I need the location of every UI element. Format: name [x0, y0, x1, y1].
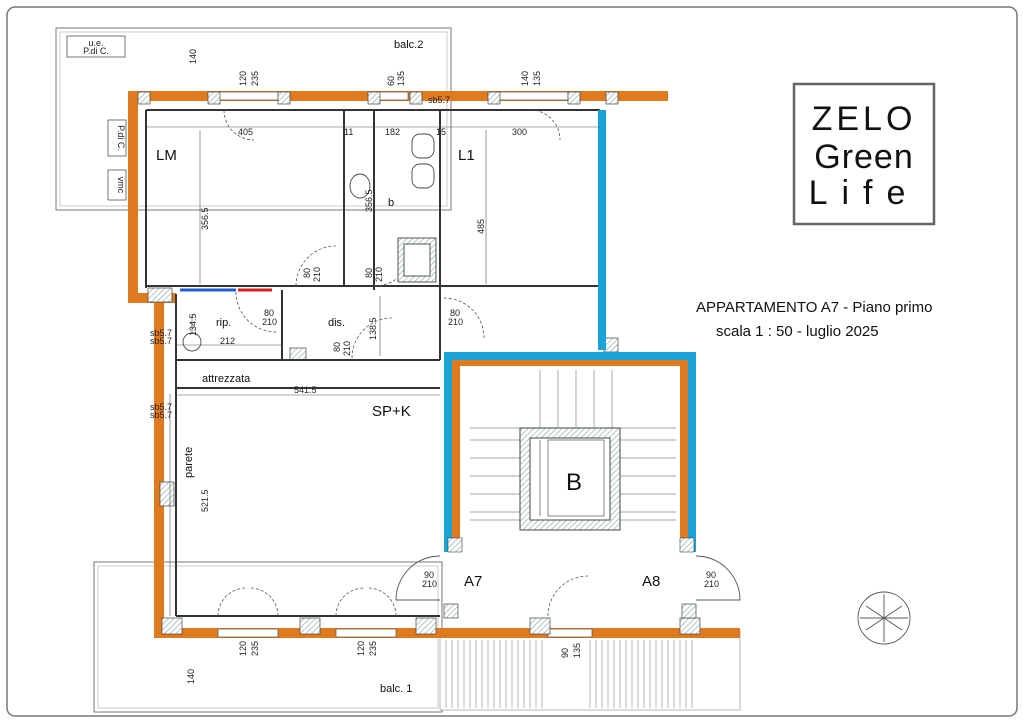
dim-120-bot: 120 [238, 641, 248, 656]
logo-line1: ZELO [812, 100, 917, 138]
room-dis: dis. [328, 317, 345, 329]
dim-300: 300 [512, 127, 527, 137]
door-210-a: 210 [312, 267, 322, 282]
dim-11: 11 [344, 127, 353, 137]
dim-182: 182 [385, 127, 400, 137]
label-vmc: vmc [116, 177, 126, 194]
door-210-b: 210 [374, 267, 384, 282]
marker-q3: sb5.7 [150, 336, 172, 346]
door-80-b: 80 [364, 268, 374, 278]
door-210-a8: 210 [704, 579, 719, 589]
dim-235-top: 235 [250, 71, 260, 86]
window-openings [217, 91, 593, 638]
level-markers: sb5.7 sb5.7 sb5.7 sb5.7 sb5.7 [150, 95, 450, 420]
vmc-box [107, 169, 127, 201]
ue-box [66, 35, 126, 58]
balcony-2 [55, 27, 452, 211]
door-80-e: 80 [332, 342, 342, 352]
dimension-lines [146, 126, 600, 616]
plan-scale: scala 1 : 50 - luglio 2025 [716, 323, 879, 340]
stair-inner-hatch [447, 537, 695, 553]
page-frame [6, 6, 1018, 717]
elevator-shaft [519, 427, 621, 531]
dim-140-top2: 140 [520, 71, 530, 86]
dim-235-bot: 235 [250, 641, 260, 656]
room-b: b [388, 197, 394, 209]
pillars [137, 91, 701, 635]
room-a8: A8 [642, 573, 660, 590]
room-a7: A7 [464, 573, 482, 590]
door-90-a8: 90 [706, 570, 716, 580]
dim-3565b: 356.5 [364, 189, 374, 212]
dim-1385: 138.5 [368, 317, 378, 340]
door-210-c: 210 [262, 317, 277, 327]
landing-lines [439, 629, 741, 711]
dim-235-bot2: 235 [368, 641, 378, 656]
marker-q5: sb5.7 [150, 410, 172, 420]
stair-walls-orange [452, 360, 688, 540]
stair-b: B [566, 469, 582, 496]
label-attrezzata: attrezzata [202, 373, 251, 385]
dim-485: 485 [476, 219, 486, 234]
label-pdic: P.di C. [116, 125, 126, 151]
compass-icon [857, 591, 911, 645]
dim-120-top: 120 [238, 71, 248, 86]
marker-q1: sb5.7 [428, 95, 450, 105]
room-l1: L1 [458, 147, 475, 164]
dim-212: 212 [220, 336, 235, 346]
balcony-2-inner [59, 31, 448, 207]
door-210-e: 210 [342, 341, 352, 356]
door-210-a7: 210 [422, 579, 437, 589]
dim-5215: 521.5 [200, 489, 210, 512]
logo-line3: Life [809, 174, 920, 212]
marker-q4: sb5.7 [150, 402, 172, 412]
dim-5415: 541.5 [294, 385, 317, 395]
dim-135-top2: 135 [532, 71, 542, 86]
marker-q2: sb5.7 [150, 328, 172, 338]
dim-140-bot: 140 [186, 669, 196, 684]
dim-60-top: 60 [386, 76, 396, 86]
dim-90-bot: 90 [560, 648, 570, 658]
room-lm: LM [156, 147, 177, 164]
door-swings [217, 109, 589, 617]
dim-140-top: 140 [188, 49, 198, 64]
dim-15: 15 [436, 127, 446, 137]
dim-3565a: 356.5 [200, 207, 210, 230]
room-spk: SP+K [372, 403, 411, 420]
logo-line2: Green [814, 138, 914, 176]
room-rip: rip. [216, 317, 231, 329]
door-80-d: 80 [450, 308, 460, 318]
door-80-c: 80 [264, 308, 274, 318]
dim-1345: 134.5 [188, 313, 198, 336]
logo-frame [792, 82, 936, 226]
label-parete: parete [183, 447, 195, 478]
label-balc2: balc.2 [394, 39, 423, 51]
door-80-a: 80 [302, 268, 312, 278]
bathroom-fixtures [182, 133, 437, 352]
label-ue: u.e. [88, 38, 103, 48]
label-pdic-ue: P.di C. [83, 46, 109, 56]
plan-title: APPARTAMENTO A7 - Piano primo [696, 299, 932, 316]
door-210-d: 210 [448, 317, 463, 327]
pdic-box [107, 119, 127, 157]
door-90-a7: 90 [424, 570, 434, 580]
insulation [444, 110, 696, 552]
dim-135-top: 135 [396, 71, 406, 86]
dim-135-bot: 135 [572, 643, 582, 658]
dim-120-bot2: 120 [356, 641, 366, 656]
apartment-doors [395, 555, 741, 601]
dim-405: 405 [238, 127, 253, 137]
label-balc1: balc. 1 [380, 683, 412, 695]
